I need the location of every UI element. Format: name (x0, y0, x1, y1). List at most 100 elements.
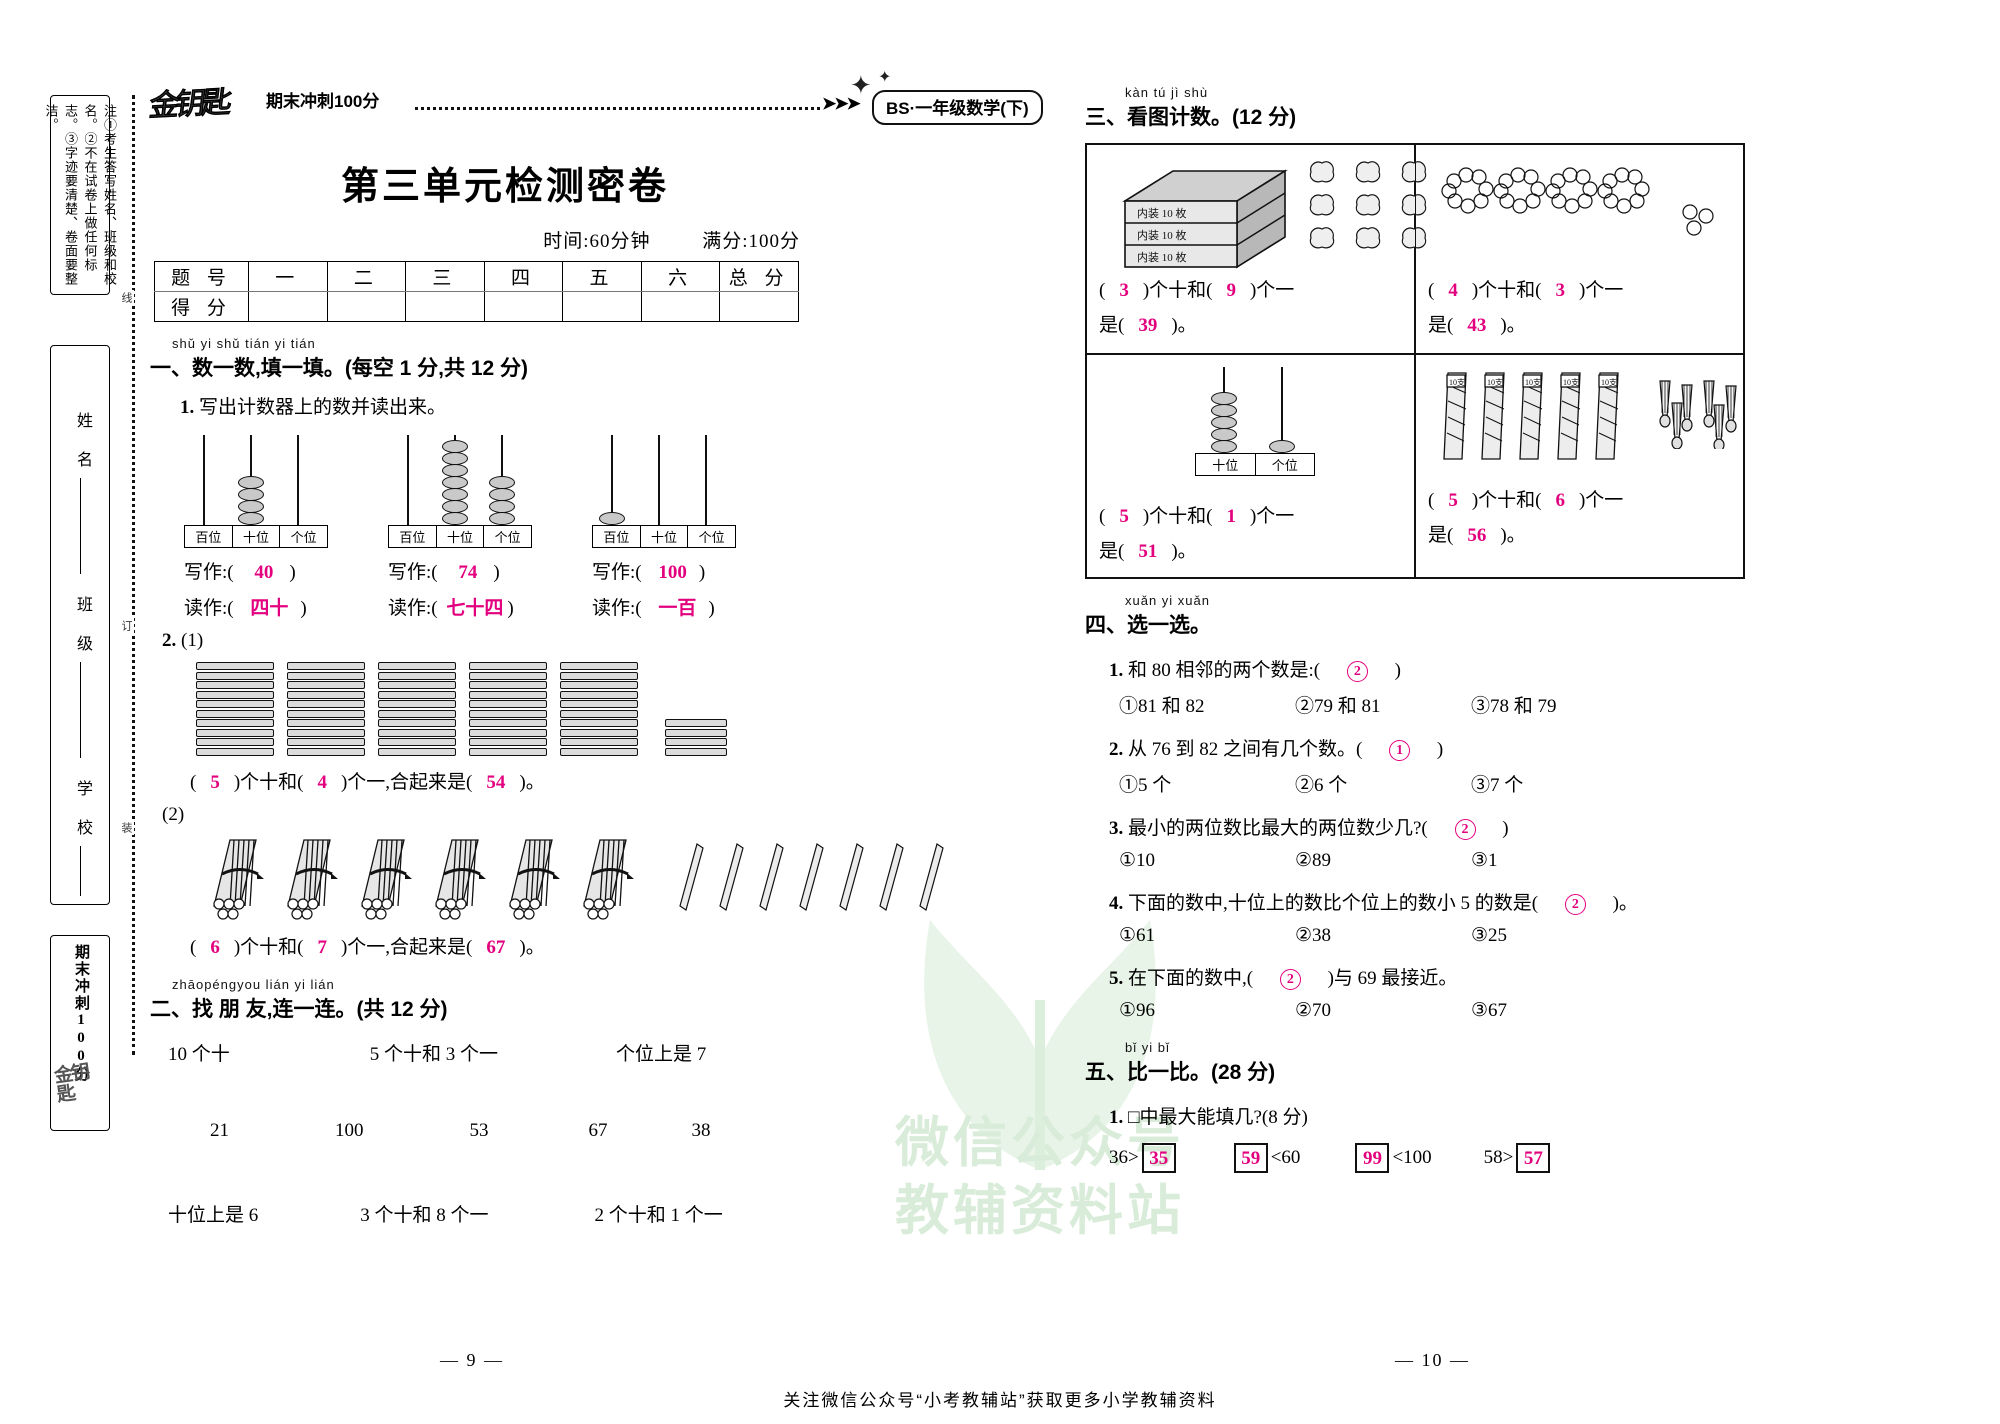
s4-q3-answer[interactable]: 2 (1454, 819, 1476, 841)
score-value-6[interactable] (640, 291, 721, 322)
cell3-tens[interactable]: 5 (1119, 506, 1129, 527)
match-top-item-1[interactable]: 10 个十 (168, 1044, 230, 1065)
compare-box-4[interactable]: 57 (1516, 1143, 1551, 1174)
cell2-ones[interactable]: 3 (1555, 280, 1565, 301)
page-number-right: — 10 — (1395, 1350, 1470, 1370)
plank (378, 681, 456, 689)
compare-item-1: 36> 35 (1109, 1143, 1179, 1174)
read-answer[interactable]: 七十四 (446, 598, 504, 619)
plank (196, 719, 274, 727)
section-four-title: 四、选一选。 (1085, 614, 1211, 638)
p1-tens[interactable]: 5 (210, 772, 220, 793)
plank (287, 671, 365, 680)
match-bottom-item-3[interactable]: 2 个十和 1 个一 (594, 1205, 723, 1226)
write-label: 写作:( (388, 562, 438, 583)
stick-bundle-icon (435, 839, 486, 920)
read-answer[interactable]: 四十 (250, 598, 289, 619)
read-label: 读作:( (388, 598, 438, 619)
field-label-class: 班 级 (74, 596, 91, 654)
match-bottom-item-1[interactable]: 十位上是 6 (168, 1205, 259, 1226)
cell1-ones[interactable]: 9 (1226, 280, 1236, 301)
match-number-2[interactable]: 100 (335, 1120, 364, 1141)
s4-q1-opt-2[interactable]: ②79 和 81 (1295, 696, 1381, 718)
s4-q5-opt-2[interactable]: ②70 (1295, 1000, 1332, 1022)
score-value-2[interactable] (326, 291, 407, 322)
plank (469, 738, 547, 746)
score-value-4[interactable] (483, 291, 564, 322)
read-answer[interactable]: 一百 (658, 598, 697, 619)
cell4-ones[interactable]: 6 (1555, 490, 1565, 511)
s4-q1-opt-1[interactable]: ①81 和 82 (1119, 696, 1205, 718)
match-bottom-item-2[interactable]: 3 个十和 8 个一 (360, 1205, 489, 1226)
s4-q5-opt-1[interactable]: ①96 (1119, 1000, 1156, 1022)
s1-q2-part1-answer-line: (5)个十和(4)个一,合起来是(54)。 (190, 772, 545, 793)
bead (442, 512, 468, 525)
compare-box-2[interactable]: 59 (1233, 1143, 1268, 1174)
write-answer[interactable]: 74 (458, 562, 478, 583)
s4-q4-opt-1[interactable]: ①61 (1119, 925, 1156, 947)
cell4-tens[interactable]: 5 (1448, 490, 1458, 511)
s4-q4-opt-3[interactable]: ③25 (1471, 925, 1508, 947)
compare-box-1[interactable]: 35 (1141, 1143, 1176, 1174)
s4-q5-opt-3[interactable]: ③67 (1471, 1000, 1508, 1022)
cell2-total[interactable]: 43 (1467, 315, 1487, 337)
s4-q1-answer[interactable]: 2 (1346, 661, 1368, 683)
s4-q3-opt-2[interactable]: ②89 (1295, 850, 1332, 872)
p2-tens[interactable]: 6 (210, 937, 220, 958)
field-line-name[interactable] (80, 478, 81, 574)
match-number-1[interactable]: 21 (210, 1120, 229, 1141)
cell2-tens[interactable]: 4 (1448, 280, 1458, 301)
s4-q4-answer[interactable]: 2 (1564, 894, 1586, 916)
brand-box: 期末冲刺100分 金钥匙 (50, 935, 110, 1131)
cell1-total[interactable]: 39 (1138, 315, 1158, 337)
score-value-1[interactable] (248, 291, 328, 322)
score-value-3[interactable] (405, 291, 485, 322)
write-answer[interactable]: 100 (658, 562, 687, 583)
p1-ones[interactable]: 4 (317, 772, 327, 793)
compare-box-3[interactable]: 99 (1355, 1143, 1390, 1174)
plank (378, 671, 456, 680)
cell1-tens[interactable]: 3 (1119, 280, 1129, 301)
abacus-group: 百位 十位 个位 写作:( 40) 读作:( 四十) (184, 433, 830, 620)
bead (442, 464, 468, 477)
write-answer[interactable]: 40 (254, 562, 274, 583)
s4-q2-opt-3[interactable]: ③7 个 (1471, 775, 1524, 797)
s4-q4-opt-2[interactable]: ②38 (1295, 925, 1332, 947)
abacus-1-place-values: 百位 十位 个位 (184, 525, 329, 548)
match-number-5[interactable]: 38 (691, 1120, 711, 1141)
bead (1211, 428, 1237, 441)
s4-q2-answer[interactable]: 1 (1389, 740, 1411, 762)
s4-q3-opt-3[interactable]: ③1 (1471, 850, 1498, 872)
match-number-4[interactable]: 67 (588, 1120, 608, 1141)
score-value-total[interactable] (719, 291, 799, 322)
p2-ones[interactable]: 7 (317, 937, 327, 958)
p2-total[interactable]: 67 (486, 937, 506, 958)
s4-q1-opt-3[interactable]: ③78 和 79 (1471, 696, 1557, 718)
pic-cell-2-answer: (4)个十和(3)个一 是(43)。 (1428, 280, 1624, 337)
plank (196, 681, 274, 689)
score-value-5[interactable] (562, 291, 642, 322)
p1-total[interactable]: 54 (486, 772, 506, 793)
cell3-total[interactable]: 51 (1138, 541, 1158, 563)
read-label: 读作:( (592, 598, 642, 619)
cell4-total[interactable]: 56 (1467, 525, 1487, 547)
s4-q2-opt-1[interactable]: ①5 个 (1119, 775, 1172, 797)
bead (489, 476, 515, 489)
match-number-3[interactable]: 53 (469, 1120, 489, 1141)
plank (378, 738, 456, 746)
cell3-ones[interactable]: 1 (1226, 506, 1236, 527)
s4-q5-answer[interactable]: 2 (1279, 969, 1301, 991)
shuttlecocks-icon (1659, 380, 1737, 452)
field-line-school[interactable] (80, 846, 81, 896)
s4-q2-opt-2[interactable]: ②6 个 (1295, 775, 1348, 797)
s4-q3-opt-1[interactable]: ①10 (1119, 850, 1156, 872)
pic-cell-3: 十位 个位 (5)个十和(1)个一 是(51)。 (1086, 354, 1415, 579)
field-line-class[interactable] (80, 662, 81, 758)
plank-stack (469, 662, 547, 757)
sep: )。 (1171, 315, 1197, 337)
svg-text:内装 10 枚: 内装 10 枚 (1137, 228, 1187, 242)
match-top-item-2[interactable]: 5 个十和 3 个一 (369, 1044, 499, 1065)
match-top-item-3[interactable]: 个位上是 7 (616, 1044, 707, 1065)
match-mid-row: 21 100 53 67 38 (150, 1120, 830, 1142)
stick-bundle (284, 834, 348, 926)
